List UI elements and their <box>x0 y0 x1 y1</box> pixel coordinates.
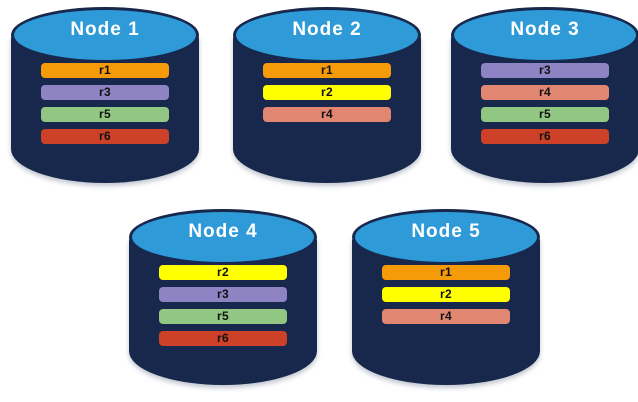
replica-list: r2 r3 r5 r6 <box>159 265 287 353</box>
replica-bar-r2[interactable]: r2 <box>263 85 391 100</box>
cylinder-top-ellipse <box>11 7 199 63</box>
replica-bar-r2[interactable]: r2 <box>382 287 510 302</box>
database-node-2[interactable]: Node 2 r1 r2 r4 <box>233 7 421 193</box>
replica-list: r1 r3 r5 r6 <box>41 63 169 151</box>
cylinder-top-ellipse <box>129 209 317 265</box>
replica-bar-r2[interactable]: r2 <box>159 265 287 280</box>
database-node-1[interactable]: Node 1 r1 r3 r5 r6 <box>11 7 199 193</box>
cylinder-top-ellipse <box>451 7 638 63</box>
node-title: Node 3 <box>510 19 580 40</box>
replica-list: r3 r4 r5 r6 <box>481 63 609 151</box>
replica-bar-r5[interactable]: r5 <box>41 107 169 122</box>
node-title: Node 5 <box>411 221 481 242</box>
replica-bar-r3[interactable]: r3 <box>481 63 609 78</box>
replica-bar-r3[interactable]: r3 <box>41 85 169 100</box>
replica-bar-r1[interactable]: r1 <box>382 265 510 280</box>
replica-bar-r1[interactable]: r1 <box>41 63 169 78</box>
replica-bar-r4[interactable]: r4 <box>481 85 609 100</box>
replica-bar-r4[interactable]: r4 <box>263 107 391 122</box>
replica-list: r1 r2 r4 <box>382 265 510 331</box>
node-title: Node 4 <box>188 221 258 242</box>
node-title: Node 1 <box>70 19 140 40</box>
replica-bar-r6[interactable]: r6 <box>159 331 287 346</box>
database-node-4[interactable]: Node 4 r2 r3 r5 r6 <box>129 209 317 395</box>
replica-bar-r5[interactable]: r5 <box>159 309 287 324</box>
cylinder-top-ellipse <box>352 209 540 265</box>
database-node-3[interactable]: Node 3 r3 r4 r5 r6 <box>451 7 638 193</box>
replica-list: r1 r2 r4 <box>263 63 391 129</box>
replica-bar-r3[interactable]: r3 <box>159 287 287 302</box>
replica-bar-r4[interactable]: r4 <box>382 309 510 324</box>
replica-bar-r6[interactable]: r6 <box>481 129 609 144</box>
replica-bar-r6[interactable]: r6 <box>41 129 169 144</box>
database-node-5[interactable]: Node 5 r1 r2 r4 <box>352 209 540 395</box>
replica-bar-r5[interactable]: r5 <box>481 107 609 122</box>
replica-bar-r1[interactable]: r1 <box>263 63 391 78</box>
cylinder-top-ellipse <box>233 7 421 63</box>
node-title: Node 2 <box>292 19 362 40</box>
